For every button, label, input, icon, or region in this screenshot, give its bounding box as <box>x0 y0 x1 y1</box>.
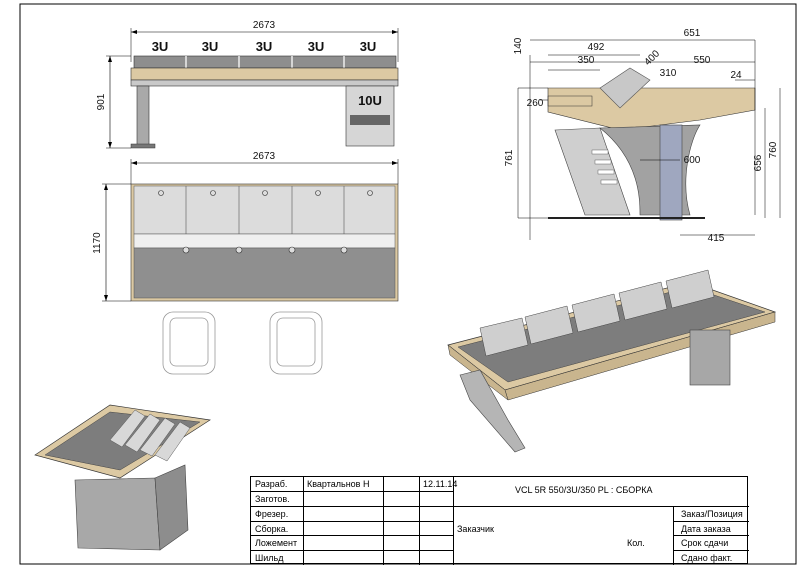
tb-qty-label: Кол. <box>627 538 645 548</box>
side-dim: 550 <box>694 55 711 66</box>
drawing-title: VCL 5R 550/3U/350 PL : СБОРКА <box>515 485 653 495</box>
tb-row-label: Сборка. <box>255 524 289 534</box>
front-module-label: 3U <box>360 39 377 54</box>
title-block: Разраб. Квартальнов Н 12.11.14 Заготов. … <box>250 476 749 565</box>
isometric-view-secondary <box>34 404 211 551</box>
front-module-label: 3U <box>202 39 219 54</box>
side-dim: 600 <box>684 155 701 166</box>
tb-customer-label: Заказчик <box>457 524 494 534</box>
tb-right-field: Дата заказа <box>681 524 731 534</box>
tb-date: 12.11.14 <box>423 479 458 489</box>
side-dim: 350 <box>578 55 595 66</box>
side-dim: 24 <box>730 70 742 81</box>
front-module-label: 3U <box>152 39 169 54</box>
tb-right-field: Срок сдачи <box>681 538 729 548</box>
top-view: 2673 1170 <box>92 151 399 302</box>
front-module-label: 3U <box>308 39 325 54</box>
side-dim: 760 <box>768 141 779 158</box>
side-dim: 140 <box>513 37 524 54</box>
front-module-label: 3U <box>256 39 273 54</box>
tb-row-label: Фрезер. <box>255 509 289 519</box>
side-dim: 400 <box>642 48 662 68</box>
side-view: 140 492 651 400 350 310 550 24 260 761 6… <box>504 28 781 244</box>
tb-right-field: Сдано факт. <box>681 553 733 563</box>
tb-row-label: Заготов. <box>255 494 290 504</box>
side-dim: 492 <box>588 42 605 53</box>
front-width-dim: 2673 <box>253 20 276 31</box>
front-rack-label: 10U <box>358 93 382 108</box>
side-dim: 761 <box>504 149 515 166</box>
chair-outlines <box>162 311 323 375</box>
tb-row-value: Квартальнов Н <box>307 479 370 489</box>
isometric-view-main <box>447 269 777 453</box>
top-width-dim: 2673 <box>253 151 276 162</box>
side-dim: 656 <box>753 154 764 171</box>
tb-row-label: Шильд <box>255 553 284 563</box>
side-dim: 415 <box>708 233 725 244</box>
front-height-dim: 901 <box>96 93 107 110</box>
side-dim: 260 <box>527 98 544 109</box>
tb-row-label: Ложемент <box>255 538 298 548</box>
tb-row-label: Разраб. <box>255 479 288 489</box>
side-dim: 651 <box>684 28 701 39</box>
tb-right-field: Заказ/Позиция <box>681 509 743 519</box>
front-view: 2673 3U 3U 3U 3U 3U 10U 901 <box>96 20 399 149</box>
top-depth-dim: 1170 <box>92 232 103 254</box>
side-dim: 310 <box>660 68 677 79</box>
